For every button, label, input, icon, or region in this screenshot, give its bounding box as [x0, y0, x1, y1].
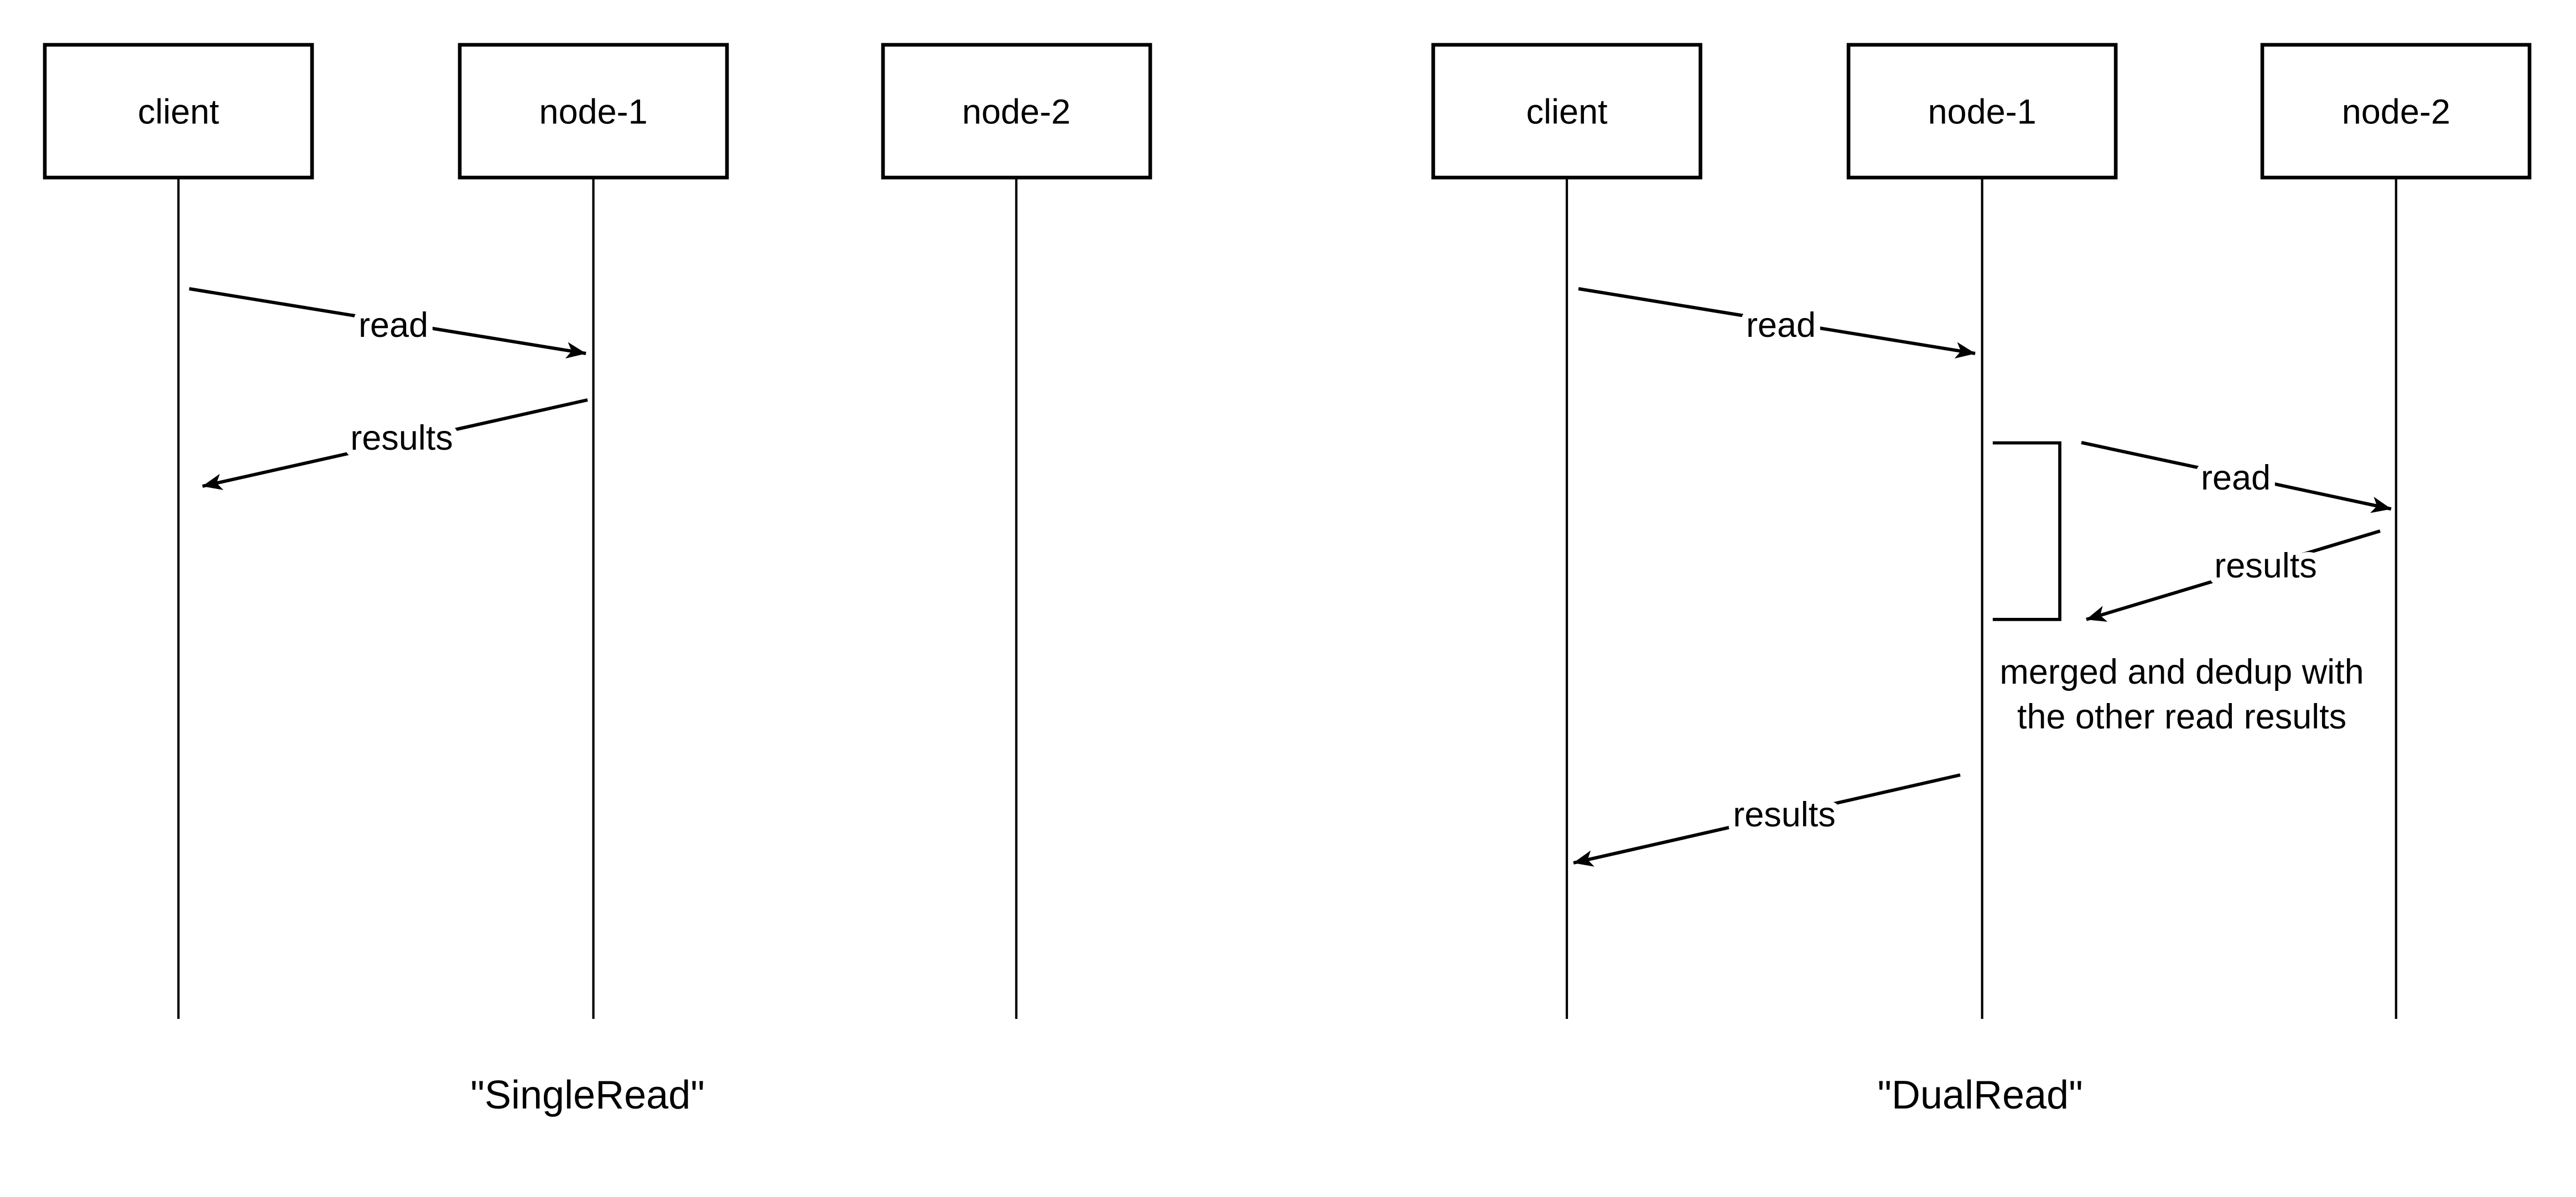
actor-node-1: node-1: [1846, 43, 2118, 180]
actor-node-2: node-2: [881, 43, 1152, 180]
merge-note: merged and dedup with the other read res…: [1999, 653, 2364, 736]
message-arrow: [202, 398, 588, 490]
message-label: results: [1733, 795, 1836, 834]
note-line-2: the other read results: [2017, 698, 2346, 736]
actor-box: [458, 43, 729, 180]
diagram-caption-single-read: "SingleRead": [470, 1073, 704, 1117]
actor-client: client: [1431, 43, 1702, 180]
message-results-node2-node1: results: [2086, 529, 2381, 622]
message-arrow: [1573, 773, 1961, 867]
actor-label: client: [1526, 93, 1608, 132]
actor-label: node-1: [539, 93, 647, 132]
message-results-node1-client: results: [1573, 773, 1961, 867]
actor-node-1: node-1: [458, 43, 729, 180]
message-arrow: [1578, 287, 1976, 359]
actor-client: client: [43, 43, 314, 180]
message-arrow: [189, 287, 586, 359]
actor-box: [2260, 43, 2532, 180]
message-arrow: [2086, 529, 2381, 622]
actor-node-2: node-2: [2260, 43, 2532, 180]
dual-read-diagram: client node-1 node-2 read read results: [1431, 43, 2532, 1117]
actor-box: [881, 43, 1152, 180]
note-line-1: merged and dedup with: [1999, 653, 2364, 691]
actor-box: [1431, 43, 1702, 180]
activation-bracket: [1992, 441, 2061, 621]
actor-label: node-1: [1928, 93, 2037, 132]
actor-box: [1846, 43, 2118, 180]
message-label: read: [1746, 306, 1816, 345]
single-read-diagram: client node-1 node-2 read results "Singl…: [43, 43, 1152, 1117]
actor-label: client: [138, 93, 220, 132]
message-read-node1-node2: read: [2081, 441, 2392, 513]
message-arrow: [2081, 441, 2392, 513]
message-label: read: [359, 306, 428, 345]
message-read-client-node1: read: [1578, 287, 1976, 359]
diagram-caption-dual-read: "DualRead": [1877, 1073, 2082, 1117]
actor-label: node-2: [962, 93, 1071, 132]
actor-label: node-2: [2342, 93, 2450, 132]
message-read: read: [189, 287, 586, 359]
message-label: results: [350, 419, 453, 457]
actor-box: [43, 43, 314, 180]
message-label: results: [2214, 547, 2317, 585]
message-results: results: [202, 398, 588, 490]
message-label: read: [2201, 459, 2271, 497]
